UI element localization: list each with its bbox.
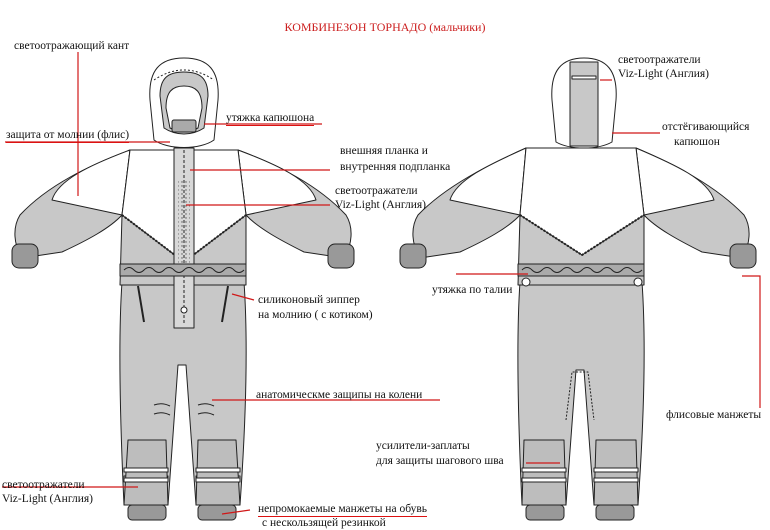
label-detachable-hood-1: отстёгивающийся [662, 121, 750, 133]
back-waist-band [517, 263, 645, 277]
label-placket-2: внутренняя подпланка [340, 161, 451, 173]
label-hood-drawstring: утяжка капюшона [226, 112, 315, 126]
label-knee-darts: анатомическме защипы на колени [256, 389, 423, 401]
front-wrist-cuff-left [11, 243, 39, 269]
label-reinforcement-2: для защиты шагового шва [376, 455, 504, 467]
label-silicone-zip-2: на молнию ( с котиком) [258, 309, 373, 321]
label-reflectors-front-1: светоотражатели [335, 185, 418, 197]
label-silicone-zip-1: силиконовый зиппер [258, 294, 360, 306]
label-reflective-piping: светоотражающий кант [14, 40, 130, 52]
front-view [11, 57, 355, 521]
label-reflectors-bottom-1: светоотражатели [2, 479, 85, 491]
label-reflectors-back-1: светоотражатели [618, 54, 701, 66]
label-placket-1: внешняя планка и [340, 145, 428, 157]
label-waist-drawstring: утяжка по талии [432, 284, 513, 296]
label-detachable-hood-2: капюшон [674, 136, 720, 148]
label-cuffs-2: с нескользящей резинкой [262, 517, 386, 529]
label-cuffs-1: непромокаемые манжеты на обувь [258, 503, 428, 517]
label-reinforcement-1: усилители-заплаты [376, 440, 470, 452]
label-reflectors-front-2: Viz-Light (Англия) [335, 199, 426, 211]
front-boot-cuff-left [127, 504, 167, 521]
drawing-title: КОМБИНЕЗОН ТОРНАДО (мальчики) [284, 20, 486, 34]
label-reflectors-back-2: Viz-Light (Англия) [618, 68, 709, 80]
label-reflectors-bottom-2: Viz-Light (Англия) [2, 493, 93, 505]
front-wrist-cuff-right [327, 243, 355, 269]
label-zip-guard: защита от молнии (флис) [6, 129, 130, 143]
label-fleece-cuffs: флисовые манжеты [666, 409, 762, 421]
front-waist-band [119, 263, 247, 277]
